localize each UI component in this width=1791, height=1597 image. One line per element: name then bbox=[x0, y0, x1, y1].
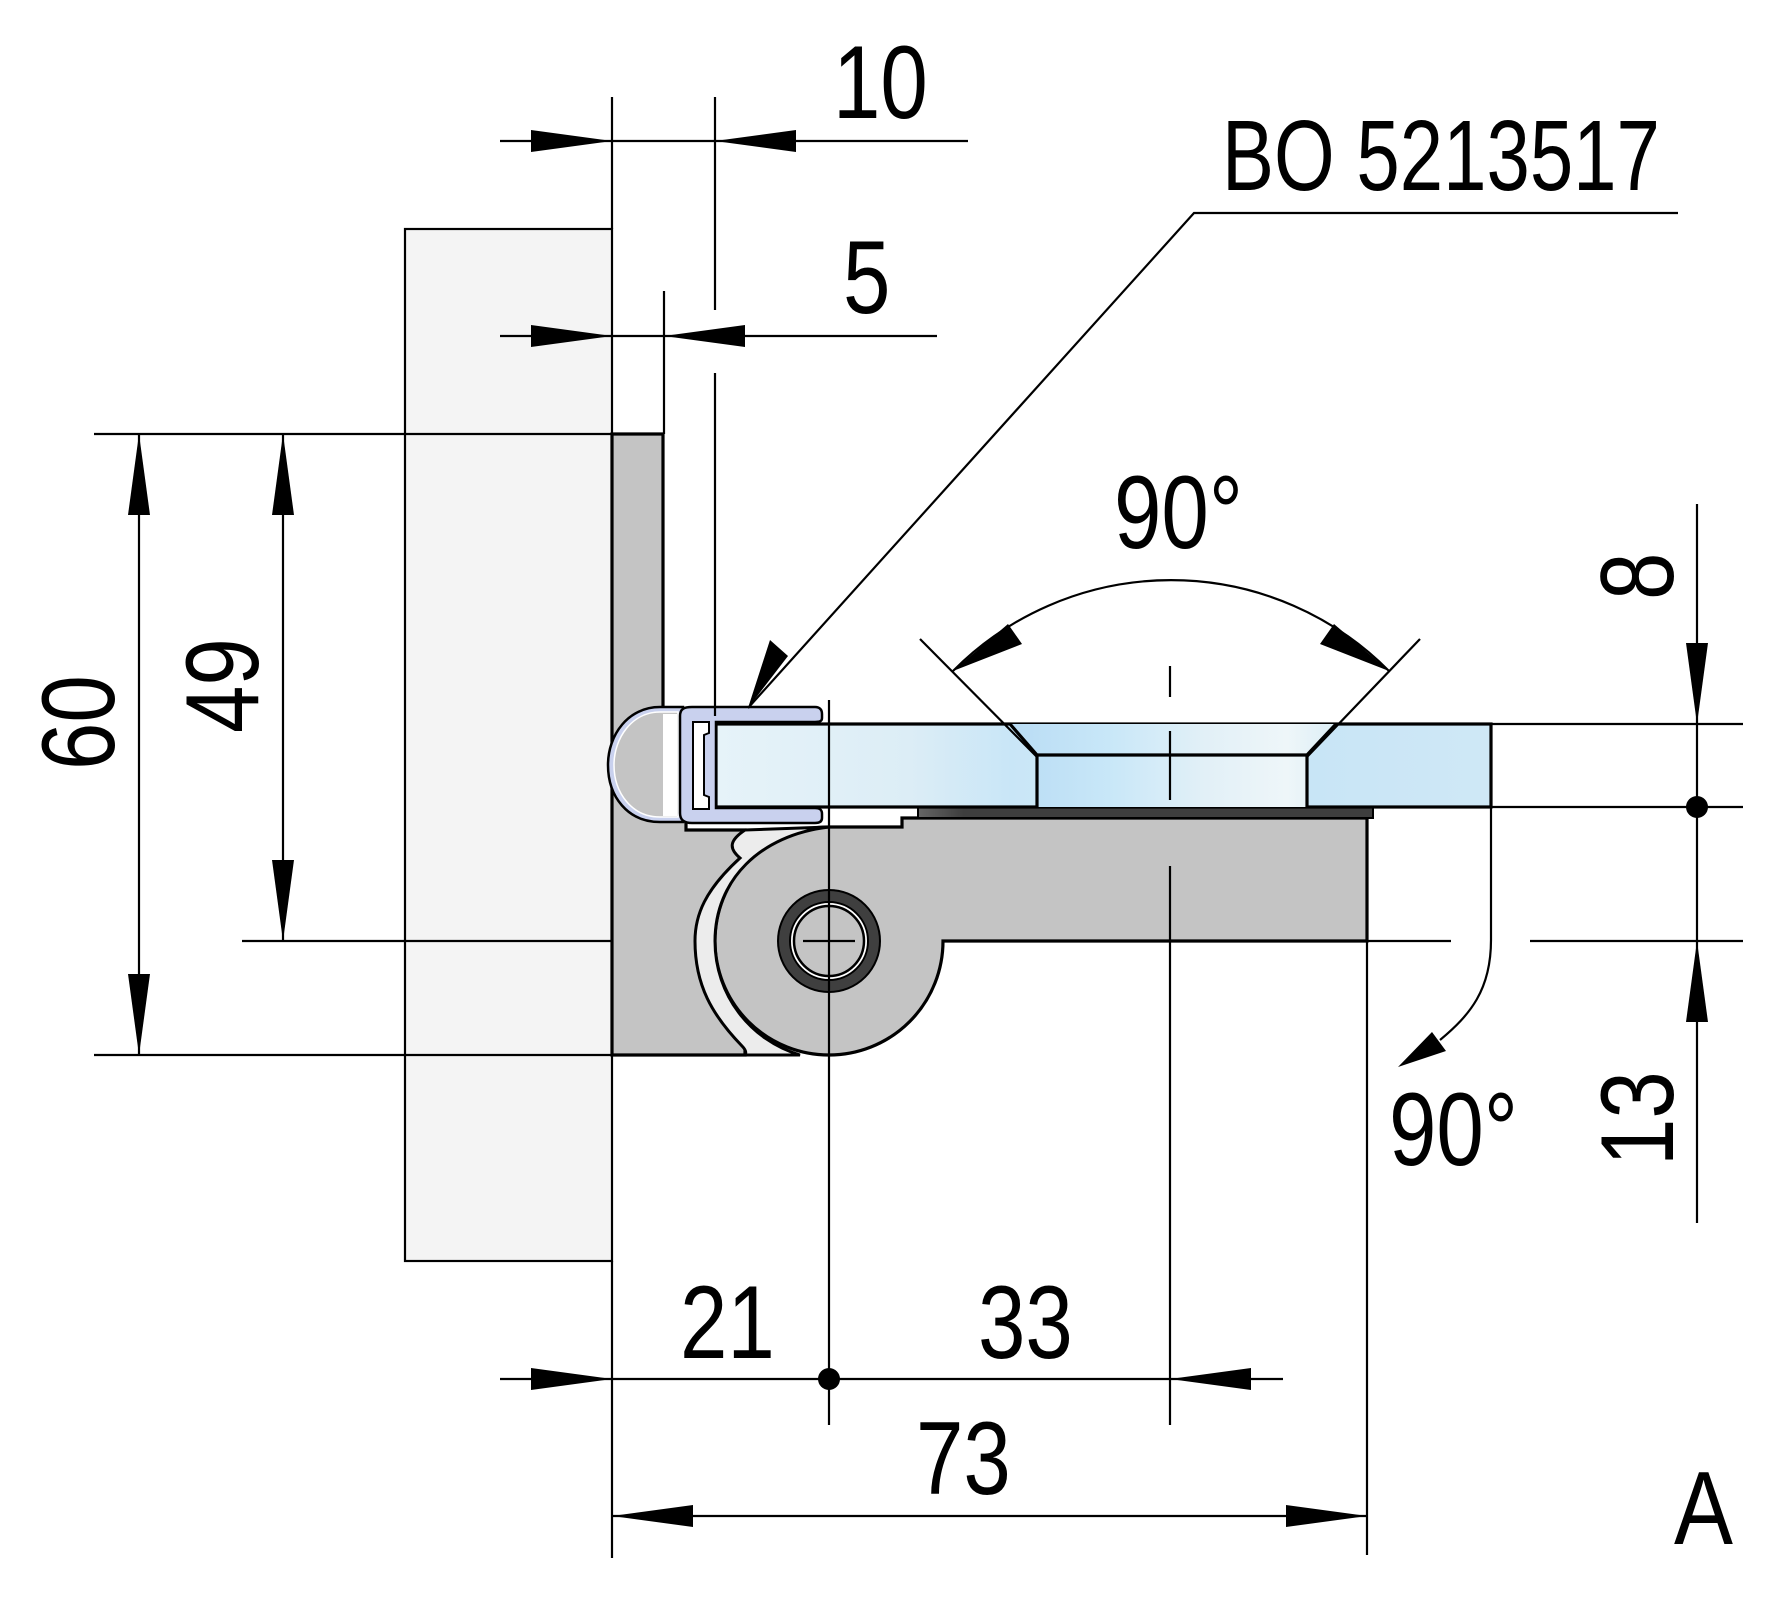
dim-49: 49 bbox=[165, 434, 294, 941]
dim-49-label: 49 bbox=[165, 638, 281, 733]
opening-angle-label: 90° bbox=[1389, 1072, 1518, 1188]
arrow-right bbox=[1320, 624, 1389, 671]
arrow-down bbox=[1686, 643, 1708, 724]
leader-arrow bbox=[748, 640, 788, 708]
glass-bottom-dot bbox=[1686, 796, 1708, 818]
arrow-left bbox=[953, 624, 1022, 671]
arrow-down bbox=[128, 974, 150, 1055]
view-label: A bbox=[1674, 1451, 1734, 1566]
seal-channel bbox=[678, 705, 824, 825]
dim-10: 10 bbox=[500, 25, 968, 152]
hinge-rotation-gap bbox=[693, 825, 830, 1057]
dim-10-label: 10 bbox=[833, 25, 928, 141]
dim-60-label: 60 bbox=[21, 675, 137, 770]
dim-countersink-angle: 90° bbox=[919, 455, 1421, 758]
dim-60: 60 bbox=[21, 434, 150, 1055]
arrow-left bbox=[664, 325, 745, 347]
dim-73: 73 bbox=[612, 1401, 1367, 1527]
arrow-down bbox=[272, 860, 294, 941]
dim-opening-angle: 90° bbox=[1389, 807, 1518, 1188]
seal-bulb-inner bbox=[613, 711, 679, 818]
dim-5-label: 5 bbox=[843, 220, 890, 336]
arrow-right bbox=[531, 1368, 612, 1390]
arrow-up bbox=[128, 434, 150, 515]
extension-lines bbox=[94, 97, 1743, 1558]
part-callout: BO 5213517 bbox=[747, 101, 1678, 709]
arrow-left bbox=[612, 1505, 693, 1527]
seal-channel-slot bbox=[692, 721, 710, 810]
wall-section bbox=[403, 227, 614, 1263]
arrow-right bbox=[1286, 1505, 1367, 1527]
glass-panel bbox=[714, 722, 1493, 809]
dim-8-13: 8 13 bbox=[1580, 504, 1708, 1223]
arrow-left bbox=[715, 130, 796, 152]
seal-gap bbox=[663, 714, 677, 816]
arrow-up bbox=[1686, 941, 1708, 1022]
dim-73-label: 73 bbox=[916, 1401, 1011, 1517]
dim-13-label: 13 bbox=[1580, 1071, 1696, 1166]
arrow-left bbox=[1170, 1368, 1251, 1390]
arrow-down-left bbox=[1398, 1032, 1446, 1067]
dim-33-label: 33 bbox=[978, 1265, 1073, 1381]
pin-origin-dot bbox=[818, 1368, 840, 1390]
arrow-right bbox=[531, 325, 612, 347]
arrow-up bbox=[272, 434, 294, 515]
arrow-right bbox=[531, 130, 612, 152]
glass-gasket bbox=[917, 806, 1374, 819]
dim-21-label: 21 bbox=[680, 1265, 775, 1381]
countersink-angle-label: 90° bbox=[1114, 455, 1243, 571]
countersink-hole bbox=[1010, 724, 1336, 807]
part-number-label: BO 5213517 bbox=[1222, 101, 1660, 213]
dim-21-33: 21 33 bbox=[500, 1265, 1283, 1390]
center-lines bbox=[803, 666, 1172, 1425]
dim-5: 5 bbox=[500, 220, 937, 347]
dim-8-label: 8 bbox=[1580, 553, 1696, 600]
seal-profile bbox=[606, 705, 824, 825]
countersink-outline bbox=[1008, 722, 1338, 807]
